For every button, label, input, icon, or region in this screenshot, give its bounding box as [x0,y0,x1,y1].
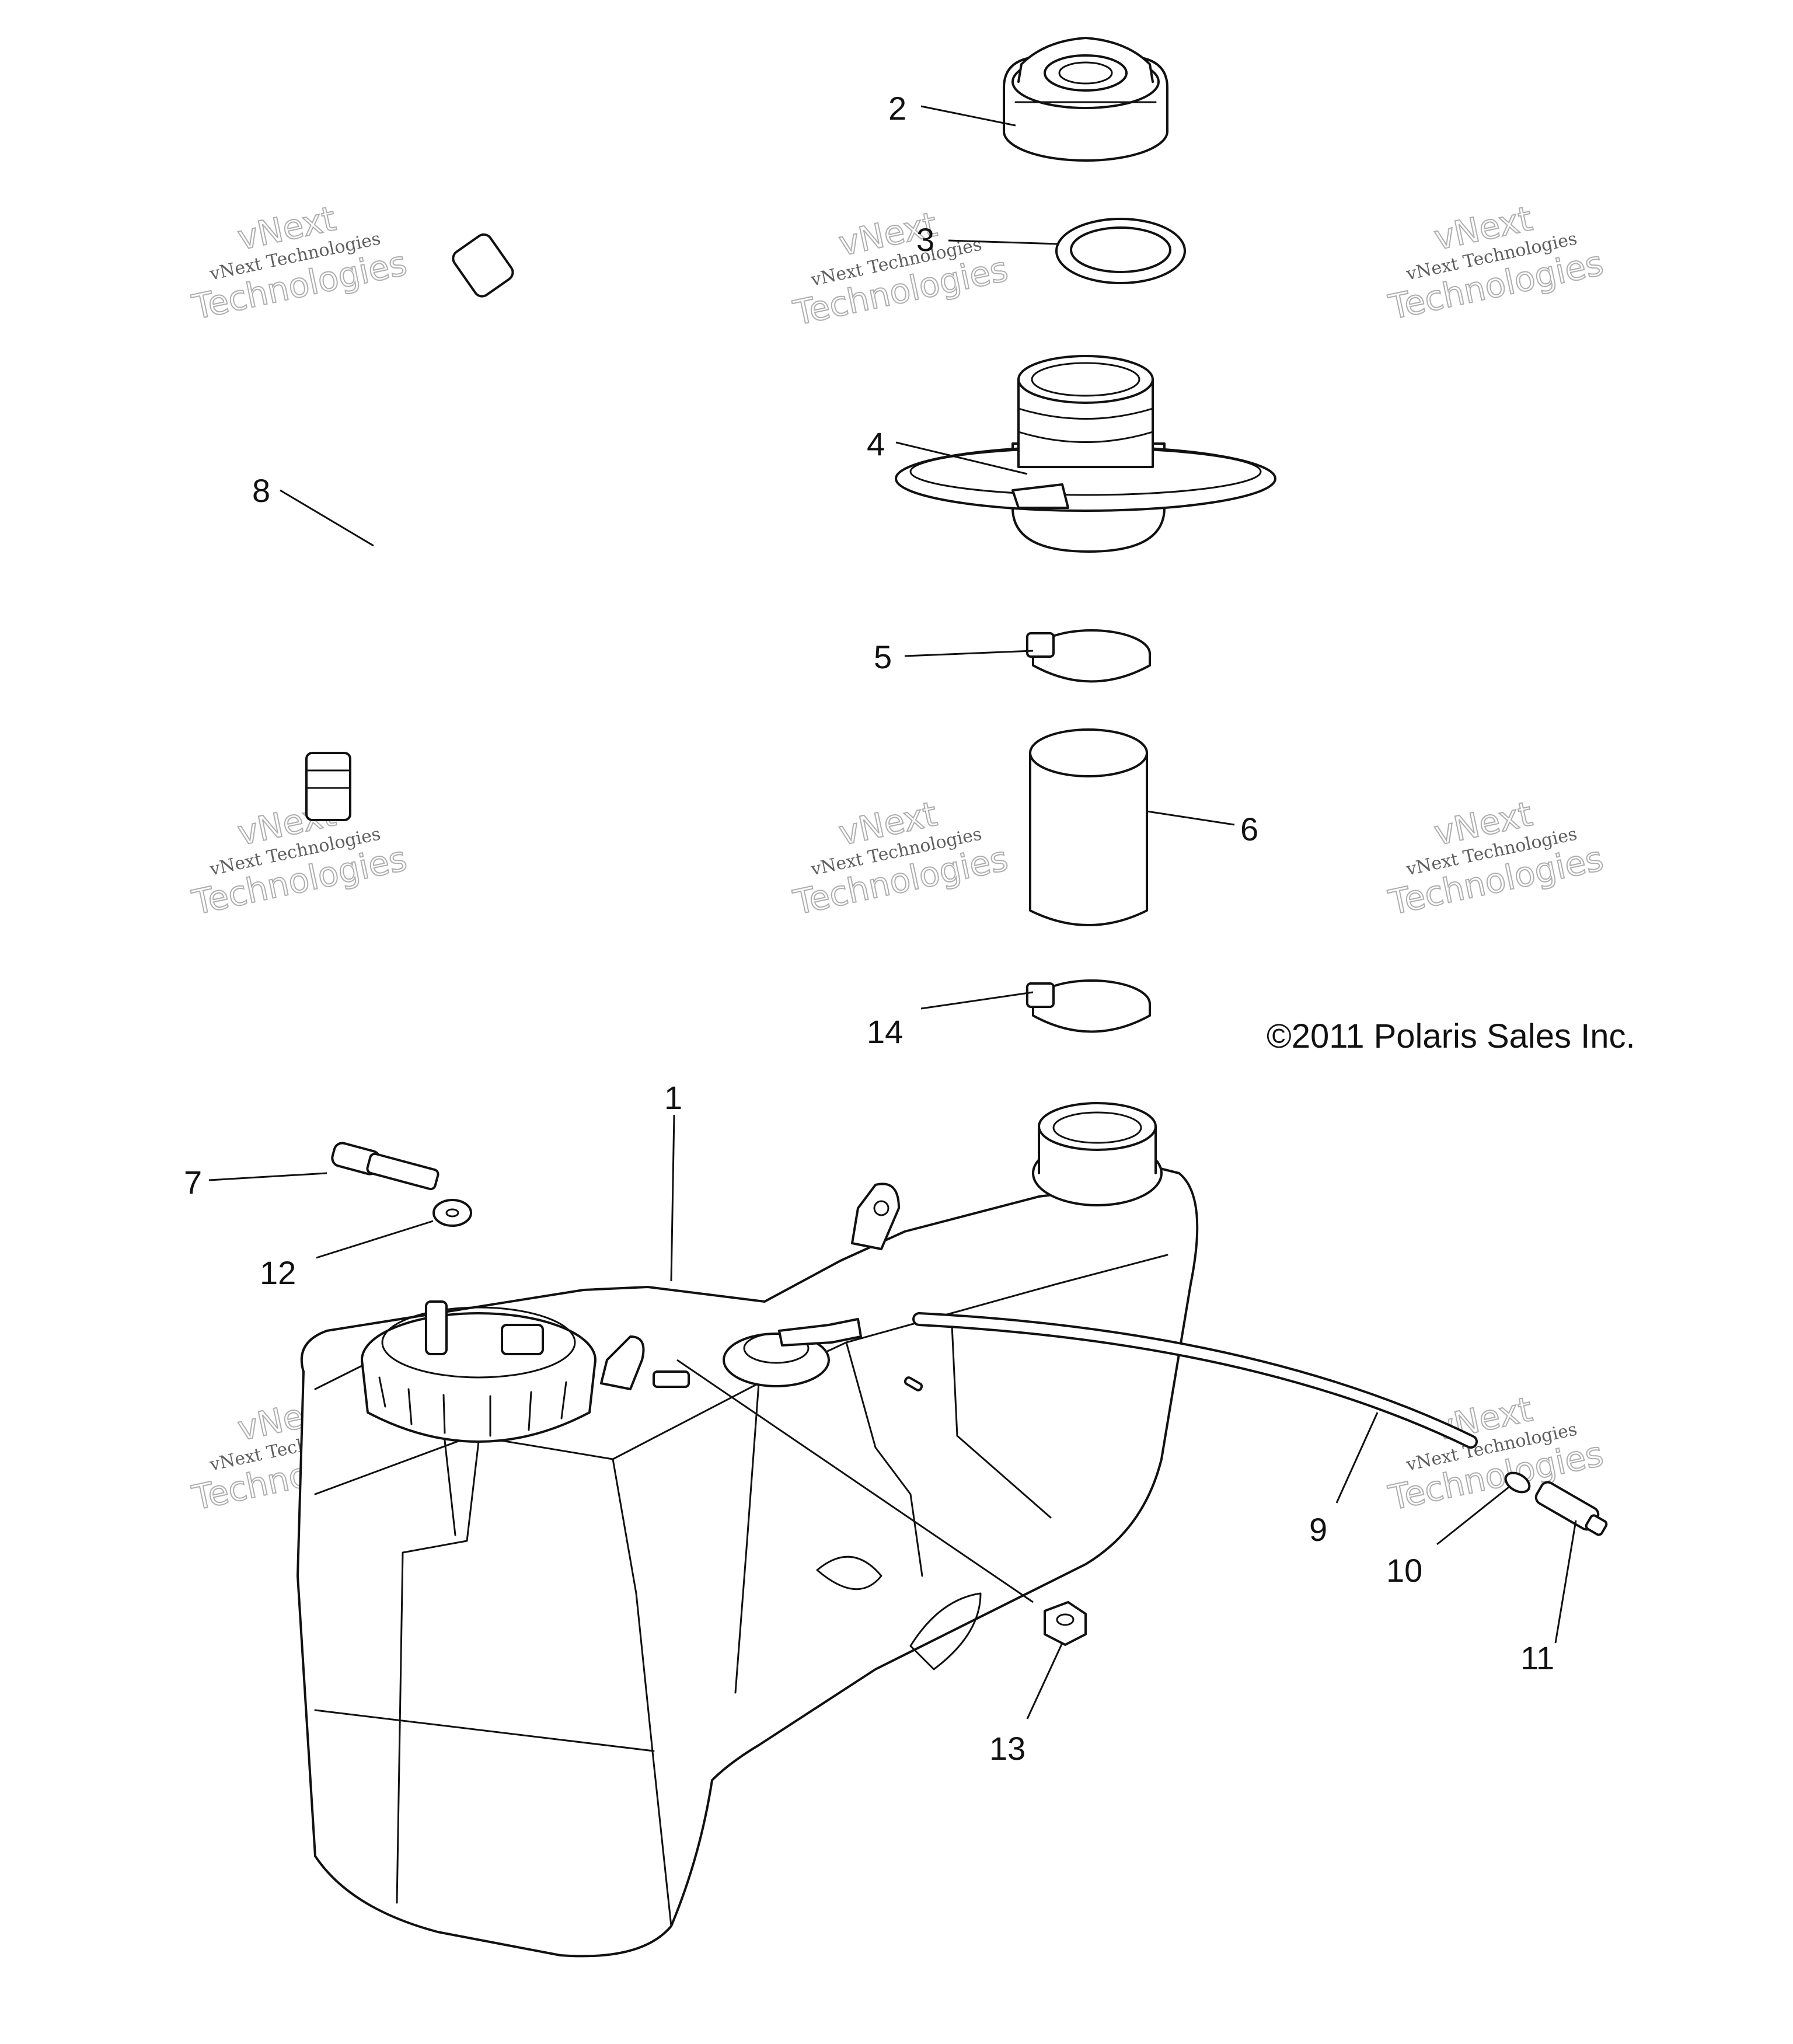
callout-4: 4 [867,425,885,462]
fuel-tank-part [296,1102,1199,1958]
callout-12: 12 [260,1254,296,1291]
seal-ring-part [1055,218,1186,284]
callout-9: 9 [1309,1511,1327,1548]
hose-clamp-lower-part [1026,979,1151,1033]
callout-5: 5 [874,639,892,675]
filler-hose-part [1029,728,1148,926]
watermark: vNext vNext Technologies Technologies [188,793,411,923]
callout-8: 8 [252,472,270,509]
callout-10: 10 [1386,1552,1422,1589]
nut-part [1044,1601,1087,1646]
filler-neck-part [895,355,1276,553]
watermark: vNext vNext Technologies Technologies [188,198,411,328]
hose-clamp-upper-part [1026,629,1151,683]
washer-part [432,1199,472,1227]
hose-clip-part [1504,1471,1531,1494]
copyright-text: ©2011 Polaris Sales Inc. [1267,1017,1635,1055]
vent-line-part [912,1312,1478,1449]
watermark: vNext vNext Technologies Technologies [1384,793,1607,923]
leader-lines [208,105,1577,1719]
callout-13: 13 [989,1730,1025,1767]
check-valve-part [1534,1481,1608,1536]
vent-hose-part [305,233,525,821]
callout-2: 2 [888,90,906,127]
callout-3: 3 [916,221,934,258]
bolt-part [331,1142,439,1191]
callout-14: 14 [867,1013,903,1050]
callout-labels: 1 2 3 4 5 6 7 8 9 10 11 12 13 14 [184,90,1554,1767]
callout-1: 1 [664,1079,682,1116]
watermark: vNext vNext Technologies Technologies [1384,198,1607,328]
callout-6: 6 [1240,811,1258,847]
watermark: vNext vNext Technologies Technologies [789,204,1012,334]
callout-7: 7 [184,1164,202,1201]
fuel-cap-part [1003,37,1168,162]
watermark: vNext vNext Technologies Technologies [789,793,1012,923]
callout-11: 11 [1520,1640,1554,1676]
